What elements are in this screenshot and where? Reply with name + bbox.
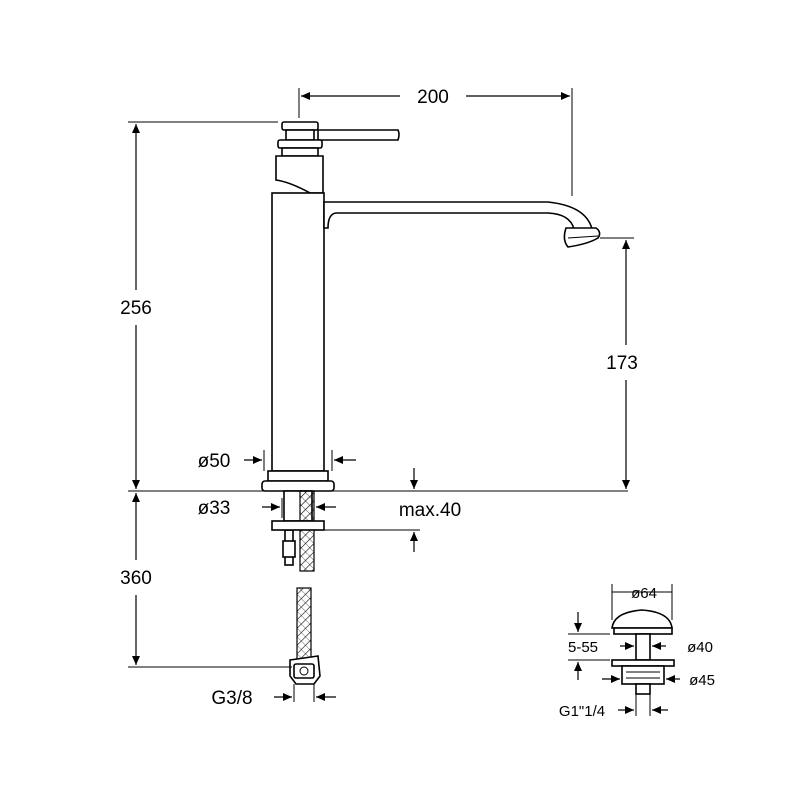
waste-flange [611,659,675,667]
fixing-washer [271,520,325,531]
faucet-drawing [261,121,601,685]
label-thread: G1"1/4 [559,703,605,720]
label-max-counter: max.40 [399,500,461,521]
label-spout-height: 173 [606,353,638,374]
label-base-diameter: ø50 [198,451,231,472]
label-flange-diameter: ø45 [689,672,715,689]
base-plate [261,480,335,492]
waste-stem [635,633,651,661]
cartridge-housing [275,155,324,194]
label-hose-length: 360 [120,568,152,589]
faucet-column [271,192,325,472]
dimension-lines [128,88,634,702]
waste-body [621,665,665,685]
dimension-labels: 200 256 173 ø50 ø33 max.40 360 G3/8 ø64 … [120,87,715,720]
label-shank-diameter: ø33 [198,498,231,519]
spout [323,201,594,230]
base-collar [267,470,329,482]
handle-cap [281,121,319,131]
hose-right [299,490,315,572]
waste-cap [611,609,673,629]
hose-lower [296,587,312,661]
label-hose-connection: G3/8 [211,688,252,709]
label-inner-diameter: ø40 [687,639,713,656]
label-spout-reach: 200 [417,87,449,108]
label-thickness-range: 5-55 [568,639,598,656]
handle-lever [317,129,400,141]
label-total-height: 256 [120,298,152,319]
label-cap-diameter: ø64 [631,585,657,602]
waste-valve-drawing [568,584,680,716]
